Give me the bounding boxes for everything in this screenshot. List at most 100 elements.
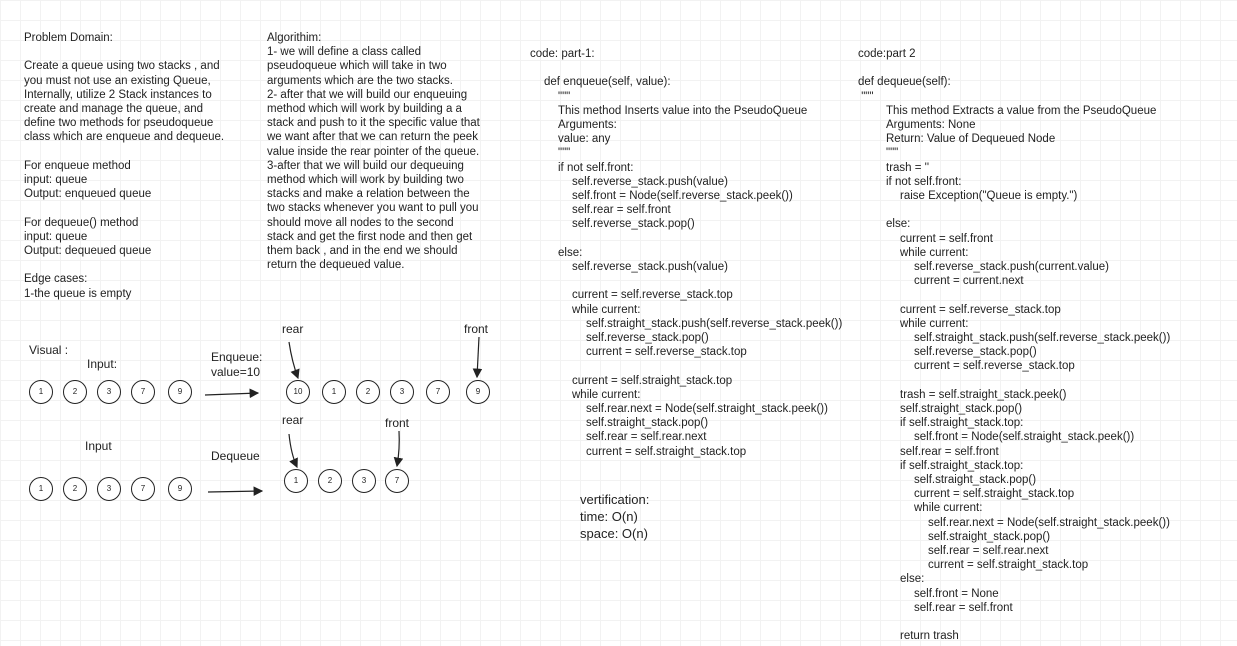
code-line: return trash: [900, 630, 959, 643]
code-line: self.straight_stack.pop(): [586, 417, 709, 430]
queue-node: 1: [29, 477, 53, 501]
code-line: raise Exception("Queue is empty."): [900, 190, 1078, 203]
queue-node: 7: [385, 469, 409, 493]
code-line: self.straight_stack.pop(): [900, 403, 1023, 416]
algorithm-section: Algorithim: 1- we will define a class cal…: [267, 31, 482, 272]
algo-line: Algorithim:: [267, 32, 322, 44]
verification-section: vertification:time: O(n)space: O(n): [580, 491, 649, 542]
code-line: self.rear = self.front: [572, 204, 671, 217]
queue-node: 3: [352, 469, 376, 493]
code-line: def dequeue(self):: [858, 76, 951, 89]
verif-line: vertification:: [580, 492, 650, 507]
code-line: self.rear = self.front: [914, 601, 1013, 614]
queue-node: 9: [466, 380, 490, 404]
code-line: if not self.front:: [558, 161, 634, 174]
code-line: if not self.front:: [886, 175, 962, 188]
code-line: Arguments:: [558, 119, 617, 131]
code-line: self.reverse_stack.pop(): [586, 332, 709, 345]
code-line: """: [886, 147, 899, 160]
code-line: current = self.reverse_stack.top: [586, 346, 747, 359]
queue-node: 9: [168, 477, 192, 501]
code-line: self.reverse_stack.pop(): [914, 346, 1037, 359]
code-line: while current:: [572, 303, 641, 316]
code-line: """: [858, 90, 874, 103]
code-line: while current:: [900, 317, 969, 330]
algo-line: 1- we will define a class called pseudoq…: [267, 46, 453, 87]
code-line: self.reverse_stack.push(value): [572, 261, 728, 274]
verif-line: time: O(n): [580, 509, 638, 524]
code-line: Arguments: None: [886, 119, 976, 131]
queue-node: 7: [131, 477, 155, 501]
dequeue-front-label: front: [385, 416, 410, 430]
domain-line: For enqueue method: [24, 159, 131, 172]
queue-node: 1: [322, 380, 346, 404]
queue-node: 10: [286, 380, 310, 404]
code-line: self.reverse_stack.push(value): [572, 175, 728, 188]
code-line: self.front = None: [914, 587, 999, 600]
code-line: if self.straight_stack.top:: [900, 459, 1024, 472]
problem-domain-section: Problem Domain: Create a queue using two …: [24, 31, 229, 301]
domain-line: For dequeue() method: [24, 216, 139, 229]
domain-line: Create a queue using two stacks , and yo…: [24, 60, 225, 144]
queue-node: 2: [356, 380, 380, 404]
queue-node: 2: [318, 469, 342, 493]
dequeue-transform-arrow: [207, 486, 264, 496]
code-line: current = self.straight_stack.top: [586, 445, 747, 458]
code-line: self.reverse_stack.pop(): [572, 218, 695, 231]
queue-node: 1: [29, 380, 53, 404]
code-line: self.reverse_stack.push(current.value): [914, 261, 1109, 274]
domain-line: Edge cases:: [24, 273, 88, 286]
code-line: while current:: [900, 246, 969, 259]
enqueue-front-label: front: [464, 322, 489, 336]
domain-line: Output: enqueued queue: [24, 188, 152, 201]
queue-node: 2: [63, 380, 87, 404]
code-line: else:: [886, 218, 911, 231]
code-part2-section: code:part 2 def dequeue(self): """ This me…: [858, 47, 1170, 643]
code-line: def enqueue(self, value):: [544, 76, 671, 89]
code-line: self.rear = self.rear.next: [928, 545, 1049, 558]
code-line: current = self.straight_stack.top: [572, 374, 733, 387]
domain-line: input: queue: [24, 174, 88, 186]
queue-node: 1: [284, 469, 308, 493]
code-line: self.rear.next = Node(self.straight_stac…: [586, 403, 828, 416]
code-line: else:: [900, 573, 925, 586]
code-line: self.straight_stack.pop(): [928, 530, 1051, 543]
algo-line: 3-after that we will build our dequeuing…: [267, 159, 479, 272]
enqueue-front-pointer: [472, 336, 483, 379]
visual-title: Visual :: [29, 343, 69, 357]
code-line: This method Extracts a value from the Ps…: [886, 104, 1157, 117]
code-line: trash = '': [886, 161, 930, 174]
dequeue-rear-label: rear: [282, 413, 304, 427]
enqueue-rear-pointer: [288, 341, 300, 380]
code-line: current = self.reverse_stack.top: [914, 360, 1075, 373]
code-line: current = self.straight_stack.top: [928, 559, 1089, 572]
enqueue-rear-label: rear: [282, 322, 304, 336]
code-line: code:part 2: [858, 48, 916, 60]
code-line: current = current.next: [914, 275, 1024, 288]
code-line: current = self.reverse_stack.top: [900, 303, 1061, 316]
queue-node: 3: [97, 380, 121, 404]
code-line: self.rear = self.front: [900, 445, 999, 458]
dequeue-op-label: Dequeue: [211, 449, 260, 463]
code-line: while current:: [914, 502, 983, 515]
code-line: """: [558, 90, 571, 103]
code-line: while current:: [572, 388, 641, 401]
code-line: self.rear = self.rear.next: [586, 431, 707, 444]
code-line: current = self.straight_stack.top: [914, 488, 1075, 501]
code-line: self.front = Node(self.reverse_stack.pee…: [572, 190, 793, 203]
code-line: self.straight_stack.push(self.reverse_st…: [914, 332, 1171, 345]
queue-node: 3: [97, 477, 121, 501]
dequeue-rear-pointer: [288, 433, 298, 469]
enqueue-input-label: Input:: [87, 357, 118, 371]
code-part1-section: code: part-1:def enqueue(self, value):""…: [530, 47, 842, 459]
dequeue-input-label: Input: [85, 439, 112, 453]
dequeue-front-pointer: [393, 430, 404, 468]
code-line: This method Inserts value into the Pseud…: [558, 104, 808, 117]
code-line: else:: [558, 246, 583, 259]
code-line: value: any: [558, 133, 611, 146]
domain-line: 1-the queue is empty: [24, 287, 132, 300]
queue-node: 9: [168, 380, 192, 404]
domain-line: Problem Domain:: [24, 32, 113, 44]
enqueue-value-label: value=10: [211, 365, 261, 379]
